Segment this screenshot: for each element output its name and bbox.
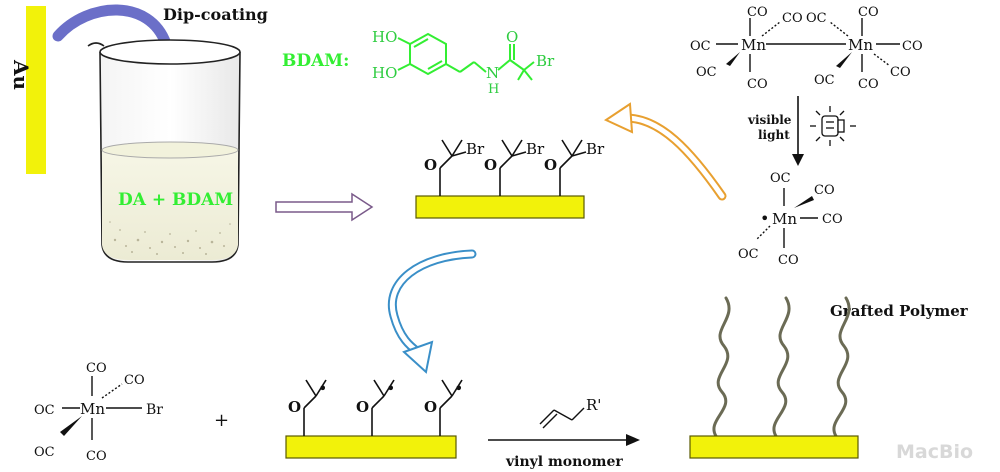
- grafted-gold-bar: [689, 435, 859, 459]
- initiator-br-3: Br: [586, 140, 605, 158]
- grafted-polymer-surface: Grafted Polymer: [689, 296, 969, 459]
- r-group: R': [586, 396, 601, 414]
- oc-ligand: OC: [690, 39, 711, 54]
- au-label: Au: [9, 59, 33, 90]
- initiator-gold-bar: [415, 195, 585, 219]
- blue-curved-arrow-inner: [389, 251, 475, 355]
- bdam-ho-top: HO: [372, 28, 397, 46]
- beaker-solution: [102, 150, 238, 260]
- au-substrate-bar: [26, 6, 46, 174]
- radical-o-3: O: [424, 398, 437, 416]
- mn-co5-br: CO CO OC Mn Br OC CO: [34, 361, 163, 464]
- mn-atom: Mn: [80, 400, 105, 418]
- surface-radical-dot: •: [318, 379, 327, 398]
- orange-arrowhead: [603, 102, 634, 134]
- oc-ligand: OC: [814, 73, 835, 88]
- orange-curved-arrow-outline: [621, 113, 727, 201]
- mn-atom-right: Mn: [848, 36, 873, 54]
- orange-curved-arrow-inner: [623, 115, 725, 199]
- polymerization-arrowhead: [626, 434, 640, 446]
- mn-atom-left: Mn: [741, 36, 766, 54]
- mn2-co10-dimer: Mn Mn CO CO OC OC CO OC CO CO CO OC CO: [690, 5, 923, 92]
- co-ligand: CO: [747, 5, 768, 20]
- oc-ligand: OC: [806, 11, 827, 26]
- oc-ligand: OC: [34, 445, 55, 460]
- radical-o-2: O: [356, 398, 369, 416]
- oc-ligand: OC: [738, 247, 759, 262]
- co-ligand: CO: [814, 183, 835, 198]
- solution-label: DA + BDAM: [118, 190, 233, 210]
- co-ligand: CO: [86, 449, 107, 464]
- co-ligand: CO: [86, 361, 107, 376]
- initiator-br-2: Br: [526, 140, 545, 158]
- vinyl-monomer-structure: [539, 407, 585, 429]
- initiator-surface: O Br O Br O Br: [415, 139, 605, 219]
- visible-label: visible: [747, 113, 792, 127]
- bdam-n: N: [486, 64, 499, 82]
- bdam-ho-bottom: HO: [372, 64, 397, 82]
- plus-sign: +: [214, 410, 229, 431]
- initiator-o-2: O: [484, 156, 497, 174]
- dip-coating-arrow: [52, 4, 172, 50]
- bdam-h: H: [488, 82, 499, 97]
- radical-dot: •: [760, 209, 769, 228]
- beaker: DA + BDAM: [87, 39, 241, 263]
- blue-arrowhead: [402, 340, 434, 374]
- mn-radical-atom: Mn: [772, 210, 797, 228]
- co-ligand: CO: [822, 212, 843, 227]
- initiator-o-1: O: [424, 156, 437, 174]
- br-atom: Br: [146, 402, 163, 418]
- photolysis-arrowhead: [792, 154, 804, 166]
- initiator-br-1: Br: [466, 140, 485, 158]
- co-ligand: CO: [782, 11, 803, 26]
- lamp-icon: [810, 106, 856, 146]
- oc-ligand: OC: [34, 403, 55, 418]
- co-ligand: CO: [858, 77, 879, 92]
- co-ligand: CO: [902, 39, 923, 54]
- process-arrow: [275, 192, 374, 222]
- dip-coating-label: Dip-coating: [163, 5, 268, 24]
- grafted-polymer-label: Grafted Polymer: [830, 302, 969, 320]
- bdam-structure: BDAM: HO HO N H O Br: [282, 28, 555, 97]
- radical-o-1: O: [288, 398, 301, 416]
- surface-radical-dot: •: [454, 379, 463, 398]
- light-label: light: [758, 128, 790, 142]
- oc-ligand: OC: [770, 171, 791, 186]
- co-ligand: CO: [858, 5, 879, 20]
- surface-radical-dot: •: [386, 379, 395, 398]
- bdam-br: Br: [536, 52, 555, 70]
- monomer-label: vinyl monomer: [505, 454, 623, 470]
- co-ligand: CO: [747, 77, 768, 92]
- bdam-o: O: [506, 28, 518, 46]
- co-ligand: CO: [778, 253, 799, 268]
- co-ligand: CO: [124, 373, 145, 388]
- beaker-spout: [87, 42, 105, 47]
- radical-surface: O O O • • •: [285, 379, 463, 459]
- initiator-o-3: O: [544, 156, 557, 174]
- radical-gold-bar: [285, 435, 457, 459]
- oc-ligand: OC: [696, 65, 717, 80]
- bdam-name-label: BDAM:: [282, 51, 349, 71]
- mn-co5-radical: OC CO • Mn CO OC CO: [738, 171, 843, 268]
- co-ligand: CO: [890, 65, 911, 80]
- watermark: MacBio: [896, 441, 973, 463]
